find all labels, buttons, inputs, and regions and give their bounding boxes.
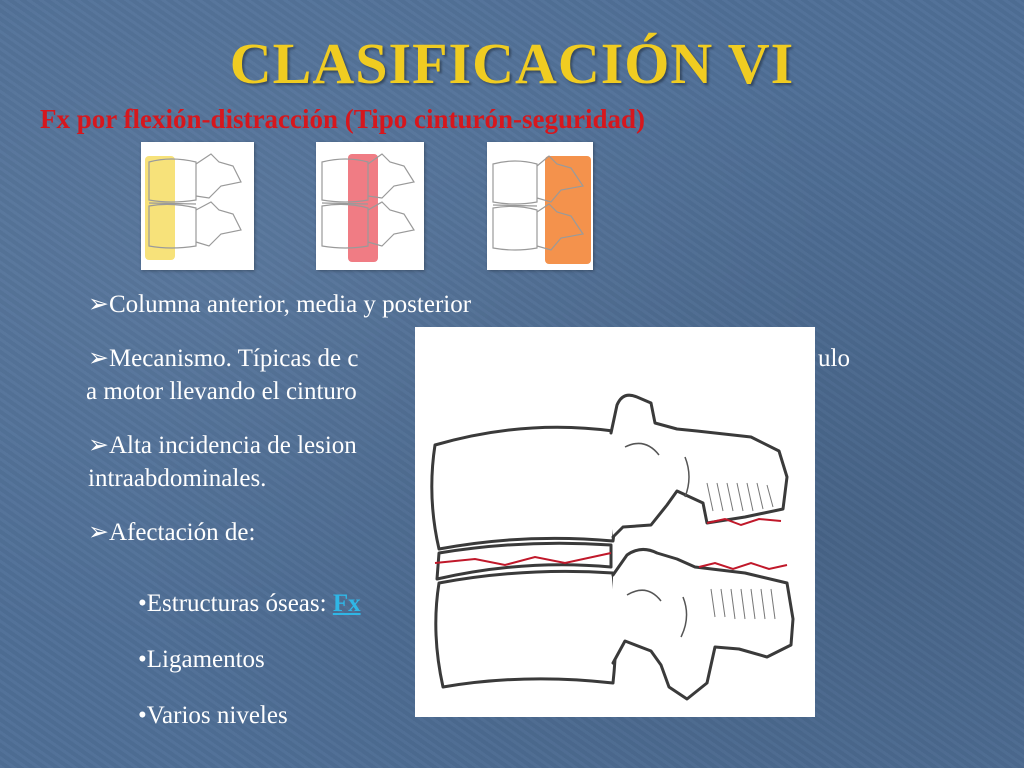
subitem-ligaments: •Ligamentos [138, 646, 265, 673]
bullet-text: Afectación de: [108, 519, 256, 546]
fracture-line-posterior-upper [706, 517, 782, 527]
bullet-text-line2: a motor llevando el cinturo [86, 378, 357, 405]
fracture-line-disc [434, 552, 612, 567]
bullet-text: Columna anterior, media y posterior [108, 291, 472, 318]
arrow-bullet-icon: ➢ [88, 291, 109, 318]
slide-subtitle: Fx por flexión-distracción (Tipo cinturó… [40, 104, 646, 134]
arrow-bullet-icon: ➢ [88, 345, 109, 372]
posterior-column-highlight [545, 156, 591, 264]
subitem-bony-structures: •Estructuras óseas: Fx [138, 590, 361, 618]
bullet-text-tail: ulo [818, 345, 850, 372]
vertebra-fracture-drawing [430, 393, 795, 701]
arrow-bullet-icon: ➢ [88, 519, 109, 546]
bullet-list: ➢Columna anterior, media y posterior ➢Me… [86, 288, 868, 570]
bullet-incidence: ➢Alta incidencia de lesion intraabdomina… [88, 429, 868, 495]
bullet-text: Alta incidencia de lesion [108, 432, 357, 459]
slide-title: CLASIFICACIÓN VI [229, 31, 795, 96]
fracture-link[interactable]: Fx [332, 590, 361, 617]
middle-column-highlight [348, 154, 378, 262]
bullet-text: Mecanismo. Típicas de c [108, 345, 359, 372]
subitem-levels: •Varios niveles [138, 702, 288, 729]
anterior-column-highlight [145, 156, 175, 260]
thumbnail-middle-column [316, 142, 424, 270]
thumbnail-posterior-column [487, 142, 593, 270]
vertebra-diagram-anterior [145, 153, 242, 260]
thumbnail-anterior-column [141, 142, 254, 270]
bullet-columns: ➢Columna anterior, media y posterior [88, 288, 868, 321]
vertebra-fracture-illustration [415, 327, 815, 717]
bullet-text-line2: intraabdominales. [88, 465, 267, 492]
bullet-mechanism: ➢Mecanismo. Típicas de c ulo a motor llev… [86, 342, 868, 408]
vertebra-diagram-posterior [492, 155, 591, 264]
bullet-affectation: ➢Afectación de: [88, 516, 868, 549]
subitem-text: •Estructuras óseas: [138, 590, 333, 617]
arrow-bullet-icon: ➢ [88, 432, 109, 459]
vertebra-diagram-middle [321, 153, 415, 262]
fracture-line-posterior-lower [698, 561, 788, 571]
